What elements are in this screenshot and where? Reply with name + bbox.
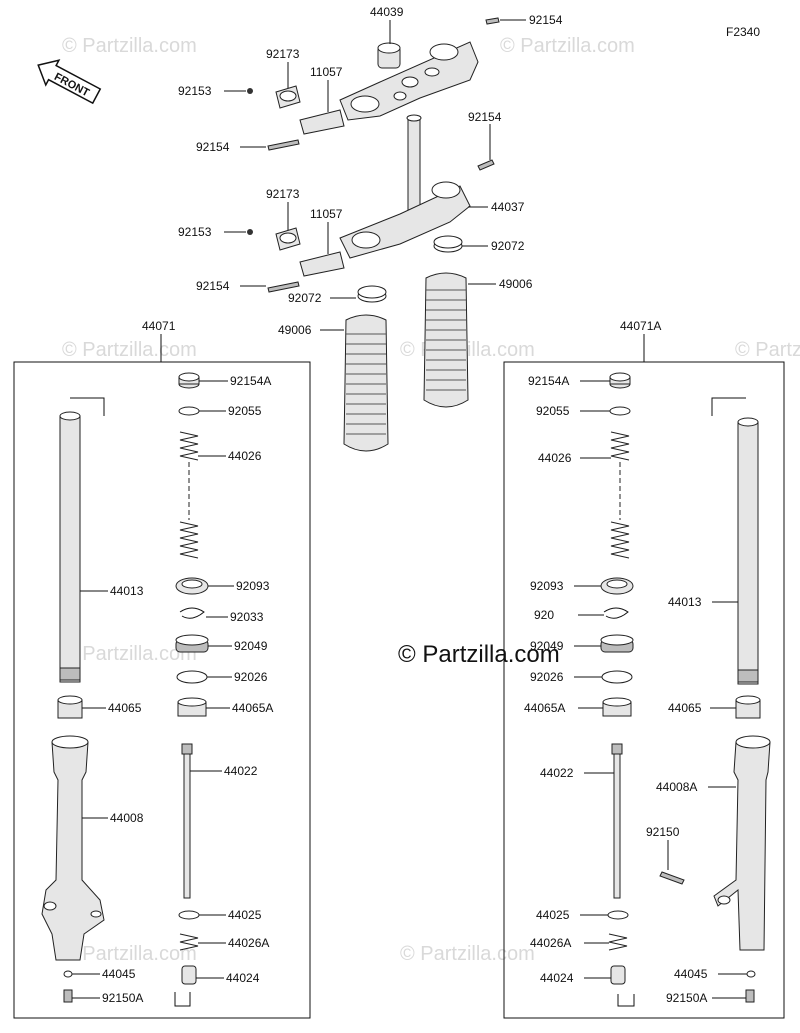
watermark: © Partzilla.com (62, 943, 197, 965)
front-arrow-icon: FRONT (37, 59, 102, 105)
part-label: 44013 (110, 584, 144, 598)
right-fork-assembly-44071A: 44071A 92154A 92055 44026 92093 920 9204… (503, 319, 785, 1019)
part-label: 92173 (266, 187, 300, 201)
part-label: 92154 (468, 110, 502, 124)
part-label: 44039 (370, 5, 404, 19)
part-label: 44025 (228, 908, 262, 922)
part-label: 92072 (288, 291, 322, 305)
part-label: 44026A (530, 936, 571, 950)
part-label: 11057 (310, 207, 343, 221)
handlebar-clamp-lower (247, 227, 345, 293)
hose-clamp-92072-b (357, 285, 387, 303)
part-label: 92150 (646, 825, 680, 839)
watermark: © Partzilla.com (500, 35, 635, 57)
part-label: 92026 (234, 670, 268, 684)
watermark: © Partzilla.com (62, 35, 197, 57)
part-label: 92049 (234, 639, 268, 653)
watermark: © Partzilla.com (735, 339, 800, 361)
part-label: 44008A (656, 780, 697, 794)
part-label: 11057 (310, 65, 343, 79)
handlebar-clamp-upper (247, 85, 345, 151)
watermark: © Partzilla.com (400, 943, 535, 965)
watermark-center: © Partzilla.com (398, 641, 560, 668)
upper-bracket-44039 (339, 17, 500, 121)
part-label: 44025 (536, 908, 570, 922)
part-label: 92173 (266, 47, 300, 61)
watermark: © Partzilla.com (62, 643, 197, 665)
part-label: 92049 (530, 639, 564, 653)
part-label: 92150A (102, 991, 143, 1005)
part-label: 92033 (230, 610, 264, 624)
part-label: 92154 (196, 140, 230, 154)
part-label: 92154A (230, 374, 271, 388)
part-label: 44013 (668, 595, 702, 609)
left-fork-assembly-44071: 44071 44013 44065 44008 44045 92150A (13, 319, 311, 1019)
fork-boot-49006-right (423, 272, 469, 408)
part-label: 44045 (674, 967, 708, 981)
part-label: 44045 (102, 967, 136, 981)
part-label: 44026 (228, 449, 262, 463)
part-label: 44022 (224, 764, 258, 778)
part-label: 44026A (228, 936, 269, 950)
part-label: 92150A (666, 991, 707, 1005)
fork-boot-49006-left (343, 314, 389, 452)
part-label: 44065A (232, 701, 273, 715)
part-label: 92055 (536, 404, 570, 418)
part-label: 44065 (668, 701, 702, 715)
steering-stem-44037 (339, 114, 495, 259)
part-label: 92154 (196, 279, 230, 293)
part-label: 44071 (142, 319, 176, 333)
part-label: 44022 (540, 766, 574, 780)
part-label: 49006 (499, 277, 533, 291)
part-label: 44024 (226, 971, 260, 985)
figure-code: F2340 (726, 25, 760, 39)
part-label: 44065A (524, 701, 565, 715)
part-label: 92026 (530, 670, 564, 684)
part-label: 92153 (178, 84, 212, 98)
part-label: 92055 (228, 404, 262, 418)
top-leaders (224, 19, 526, 331)
watermark-layer: © Partzilla.com © Partzilla.com © Partzi… (62, 35, 800, 965)
part-label: 49006 (278, 323, 312, 337)
part-label: 44037 (491, 200, 525, 214)
part-label: 92153 (178, 225, 212, 239)
part-label: 920 (534, 608, 554, 622)
hose-clamp-92072-a (433, 235, 463, 253)
part-label: 92154 (529, 13, 563, 27)
part-label: 92093 (530, 579, 564, 593)
part-label: 44065 (108, 701, 142, 715)
part-label: 92093 (236, 579, 270, 593)
part-label: 92072 (491, 239, 525, 253)
part-label: 44026 (538, 451, 572, 465)
part-label: 44071A (620, 319, 661, 333)
watermark: © Partzilla.com (62, 339, 197, 361)
part-label: 44008 (110, 811, 144, 825)
top-part-labels: 44039 92154 92173 11057 92153 92154 9215… (178, 5, 563, 337)
part-label: 44024 (540, 971, 574, 985)
part-label: 92154A (528, 374, 569, 388)
